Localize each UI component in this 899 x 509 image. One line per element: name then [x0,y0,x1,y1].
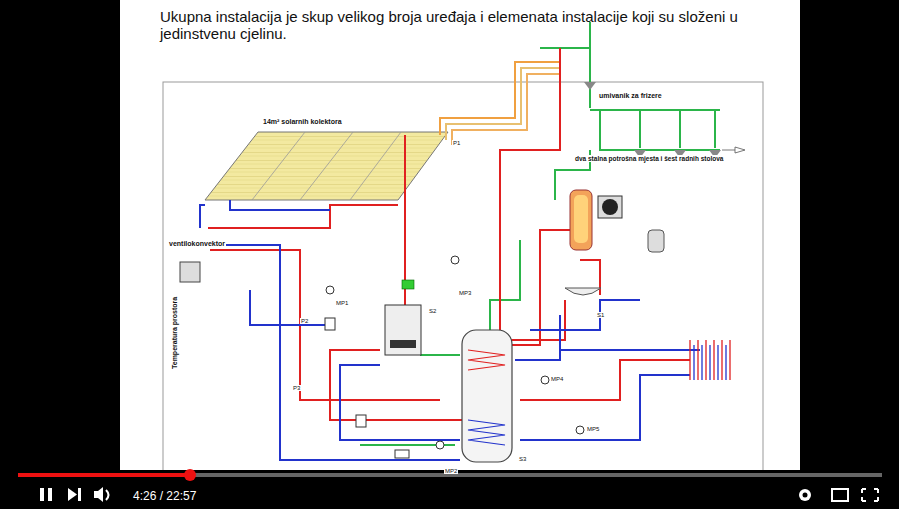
solar-collector [205,132,448,200]
slide-title: Ukupna instalacija je skup velikog broja… [160,8,770,42]
callout-number: S2 [428,308,437,314]
axis-label: Temperatura prostora [171,296,178,370]
callout-number: P1 [452,140,461,146]
video-time: 4:26 / 22:57 [133,489,196,503]
callout-number: MP2 [444,468,458,474]
callout-number: P3 [292,385,301,391]
callout-number: S1 [596,312,605,318]
collector-label: 14m² solarnih kolektora [262,118,343,125]
callout-number: MP1 [335,300,349,306]
callout-number: S3 [518,456,527,462]
callout-number: MP4 [550,376,564,382]
device-label: ventilokonvektor [168,240,226,247]
device-label: umivanik za frizere [598,92,663,99]
hot-water-tank [570,190,592,250]
device-label: dva stalna potrošna mjesta i šest radnih… [574,155,724,162]
callout-number: MP3 [458,290,472,296]
gas-boiler [385,305,421,355]
callout-number: P2 [300,318,309,324]
diagram-frame [163,82,763,487]
callout-number: MP5 [586,426,600,432]
buffer-tank [462,330,512,462]
